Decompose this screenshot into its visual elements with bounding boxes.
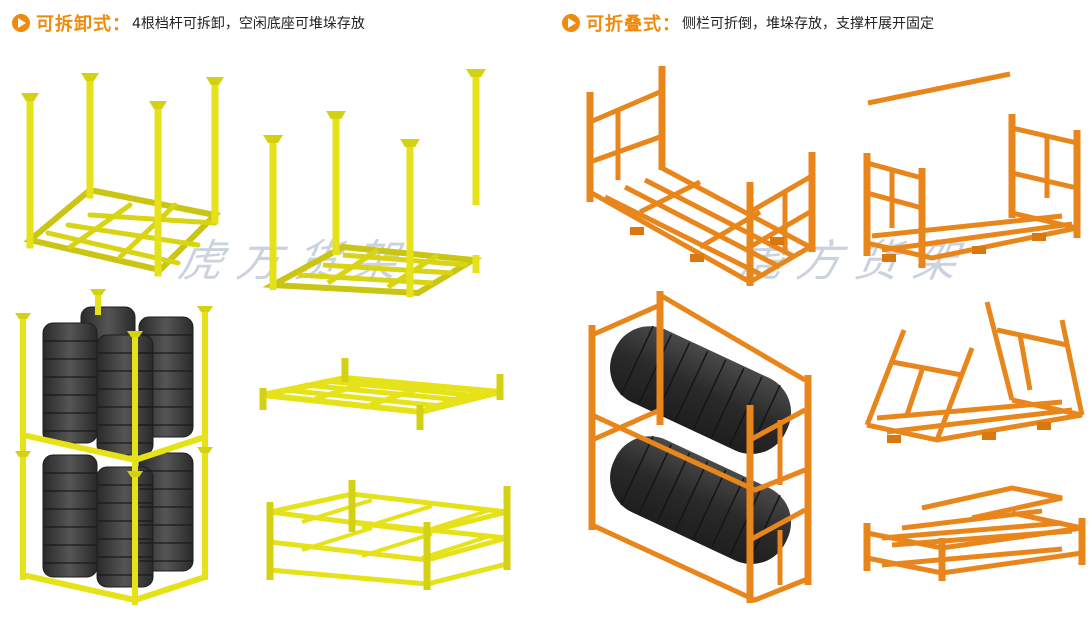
stacked-empty-base-frames	[266, 480, 511, 590]
folding-rack-sides-folding	[864, 301, 1085, 443]
folding-rack-with-support-bar	[863, 71, 1081, 268]
section-description: 侧栏可折倒，堆垛存放，支撑杆展开固定	[682, 16, 934, 32]
tire-stacks	[42, 306, 194, 588]
section-title: 可折叠式	[586, 14, 662, 35]
play-circle-icon	[12, 14, 30, 32]
section-heading-foldable: 可折叠式 ： 侧栏可折倒，堆垛存放，支撑杆展开固定	[562, 10, 934, 36]
stacked-folding-racks-with-tires	[588, 291, 812, 603]
folded-racks-stacked	[863, 485, 1086, 581]
play-circle-icon	[562, 14, 580, 32]
section-description: 4根档杆可拆卸，空闲底座可堆垛存放	[132, 16, 365, 32]
stacked-racks-with-tires	[15, 289, 213, 605]
section-title: 可拆卸式	[36, 14, 112, 35]
section-heading-detachable: 可拆卸式 ： 4根档杆可拆卸，空闲底座可堆垛存放	[12, 10, 365, 36]
empty-base-frame	[259, 358, 504, 430]
folding-rack-upright	[586, 66, 816, 286]
tire-rolls	[610, 325, 792, 565]
assembled-rack-with-posts	[21, 73, 224, 277]
rack-with-removed-post	[262, 69, 486, 297]
